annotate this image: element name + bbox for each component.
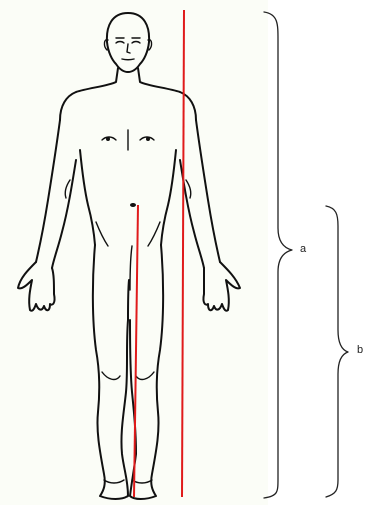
head — [104, 13, 151, 72]
legs — [93, 245, 163, 499]
torso — [60, 68, 196, 246]
right-arm — [180, 120, 240, 311]
right-nipple — [146, 137, 150, 141]
brace-b — [326, 206, 348, 497]
label-a: a — [300, 244, 306, 255]
left-arm — [18, 120, 76, 311]
brace-a — [264, 12, 292, 498]
navel — [130, 203, 136, 207]
label-b: b — [357, 345, 363, 356]
left-nipple — [106, 137, 110, 141]
total-height-line — [182, 10, 184, 497]
